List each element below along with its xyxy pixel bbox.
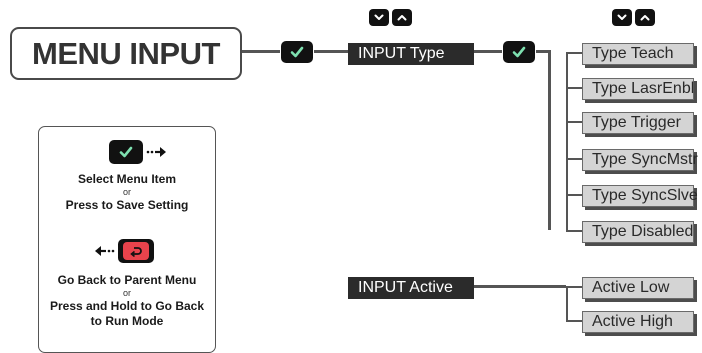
- active-options-bus: [566, 286, 568, 322]
- type-options-bus: [566, 53, 568, 231]
- active-branch-1: [566, 286, 582, 288]
- check-icon: [512, 46, 526, 58]
- type-option[interactable]: Type LasrEnbl: [582, 78, 694, 100]
- type-branch-6: [566, 230, 582, 232]
- legend-or-text: or: [122, 288, 131, 298]
- legend-panel: Select Menu Item or Press to Save Settin…: [38, 126, 216, 353]
- connector-input-active: [474, 285, 566, 288]
- legend-or-text: or: [122, 187, 131, 197]
- check-icon: [119, 146, 133, 158]
- active-branch-2: [566, 320, 582, 322]
- type-branch-1: [566, 52, 582, 54]
- active-option[interactable]: Active Low: [582, 277, 694, 299]
- type-branch-2: [566, 87, 582, 89]
- menu-input-title: MENU INPUT: [10, 27, 242, 80]
- legend-back-text: Go Back to Parent Menu: [57, 273, 197, 287]
- enter-button-legend: [109, 140, 143, 164]
- type-branch-4: [566, 158, 582, 160]
- chevron-up-icon: [640, 15, 650, 21]
- legend-select-text: Select Menu Item: [77, 172, 177, 186]
- up-button[interactable]: [392, 9, 412, 26]
- input-active-node[interactable]: INPUT Active: [348, 277, 474, 299]
- active-option[interactable]: Active High: [582, 311, 694, 333]
- legend-hold-text: Press and Hold to Go Back: [49, 299, 205, 313]
- check-icon: [290, 46, 304, 58]
- chevron-down-icon: [374, 14, 384, 20]
- up-button[interactable]: [635, 9, 655, 26]
- down-button[interactable]: [612, 9, 632, 26]
- enter-button[interactable]: [281, 41, 313, 63]
- type-option[interactable]: Type SyncMstr: [582, 149, 698, 171]
- down-button[interactable]: [369, 9, 389, 26]
- type-option[interactable]: Type Disabled: [582, 221, 694, 243]
- connector-input-type-check: [474, 50, 502, 53]
- legend-save-text: Press to Save Setting: [65, 198, 189, 212]
- chevron-down-icon: [617, 14, 627, 20]
- back-arrow-icon: [130, 246, 142, 257]
- type-branch-3: [566, 121, 582, 123]
- back-dotted-arrow-icon: [95, 246, 115, 256]
- type-option[interactable]: Type Trigger: [582, 112, 694, 134]
- type-options-trunk: [548, 50, 551, 230]
- back-button-legend: [118, 239, 154, 263]
- connector-check-input-type: [314, 50, 348, 53]
- connector-check-options: [536, 50, 550, 53]
- forward-arrow-icon: [146, 147, 166, 157]
- type-branch-5: [566, 194, 582, 196]
- enter-button[interactable]: [503, 41, 535, 63]
- input-type-node[interactable]: INPUT Type: [348, 43, 474, 65]
- type-option[interactable]: Type Teach: [582, 43, 694, 65]
- chevron-up-icon: [397, 15, 407, 21]
- connector-title-check: [240, 50, 280, 53]
- legend-run-mode-text: to Run Mode: [90, 314, 164, 328]
- type-option[interactable]: Type SyncSlve: [582, 185, 698, 207]
